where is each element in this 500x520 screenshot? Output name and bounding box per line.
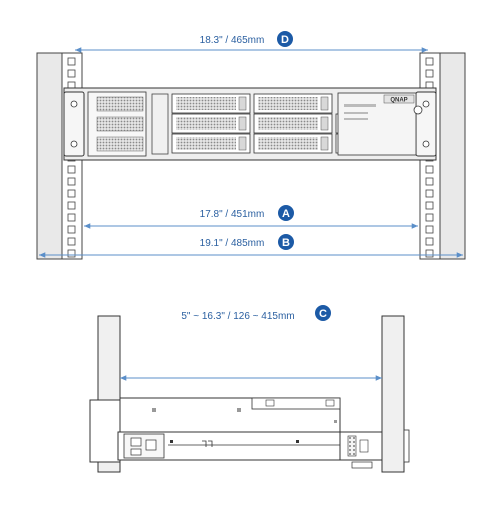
- power-button-icon: [413, 105, 423, 115]
- dimension-d-label: 18.3" / 465mm: [200, 35, 265, 46]
- drive-bay-vent: [258, 137, 318, 150]
- rack-mounting-hole: [425, 225, 434, 234]
- rack-mounting-hole: [425, 249, 434, 258]
- front-cover-latch: [151, 93, 169, 155]
- side-right-rack-post: [381, 315, 405, 473]
- drive-bay-latch: [320, 116, 329, 131]
- nas-chassis-front: QNAP: [63, 87, 437, 161]
- rack-mounting-hole: [67, 69, 76, 78]
- dimension-b: 19.1" / 485mm B: [39, 234, 463, 258]
- rack-mounting-hole: [67, 213, 76, 222]
- rack-mounting-hole: [67, 165, 76, 174]
- front-view: QNAP 18.3" / 465mm D 17.8" / 451mm A 19.…: [36, 31, 466, 260]
- svg-text:A: A: [282, 208, 290, 220]
- rack-mounting-hole: [425, 213, 434, 222]
- rack-mounting-hole: [425, 189, 434, 198]
- drive-bay-vent: [176, 117, 236, 130]
- side-view: 5" ~ 16.3" / 126 ~ 415mm C: [89, 305, 410, 473]
- drive-bay-vent: [258, 97, 318, 110]
- dimension-c-label: 5" ~ 16.3" / 126 ~ 415mm: [181, 311, 294, 322]
- drive-bay-vent: [176, 97, 236, 110]
- drive-bay-latch: [238, 116, 247, 131]
- control-panel: [337, 92, 417, 156]
- badge-b: [278, 234, 294, 250]
- svg-text:C: C: [319, 308, 327, 320]
- rack-mounting-hole: [67, 177, 76, 186]
- svg-text:B: B: [282, 237, 290, 249]
- dimension-a-label: 17.8" / 451mm: [200, 209, 265, 220]
- badge-a: [278, 205, 294, 221]
- rack-mounting-hole: [425, 69, 434, 78]
- rack-mounting-hole: [425, 237, 434, 246]
- dimension-d: 18.3" / 465mm D: [75, 31, 428, 53]
- rack-mounting-hole: [425, 201, 434, 210]
- rack-mounting-hole: [67, 237, 76, 246]
- drive-bay-vent: [258, 117, 318, 130]
- rack-mounting-hole: [67, 201, 76, 210]
- nas-chassis-side: [89, 397, 410, 469]
- rack-mounting-hole: [425, 165, 434, 174]
- rack-mounting-hole: [425, 177, 434, 186]
- drive-bay-vent: [176, 137, 236, 150]
- rack-mounting-hole: [67, 57, 76, 66]
- dimension-b-label: 19.1" / 485mm: [200, 238, 265, 249]
- rack-mounting-hole: [67, 225, 76, 234]
- badge-d: [277, 31, 293, 47]
- rack-mounting-hole: [67, 249, 76, 258]
- rack-mounting-hole: [67, 189, 76, 198]
- drive-bay-latch: [238, 136, 247, 151]
- svg-text:D: D: [281, 34, 289, 46]
- dimension-a: 17.8" / 451mm A: [84, 205, 418, 229]
- drive-bay-latch: [238, 96, 247, 111]
- brand-logo: QNAP: [390, 98, 407, 104]
- badge-c: [315, 305, 331, 321]
- drive-bay-latch: [320, 96, 329, 111]
- drive-bay-latch: [320, 136, 329, 151]
- rack-mounting-hole: [425, 57, 434, 66]
- left-rack-ear: [63, 91, 85, 157]
